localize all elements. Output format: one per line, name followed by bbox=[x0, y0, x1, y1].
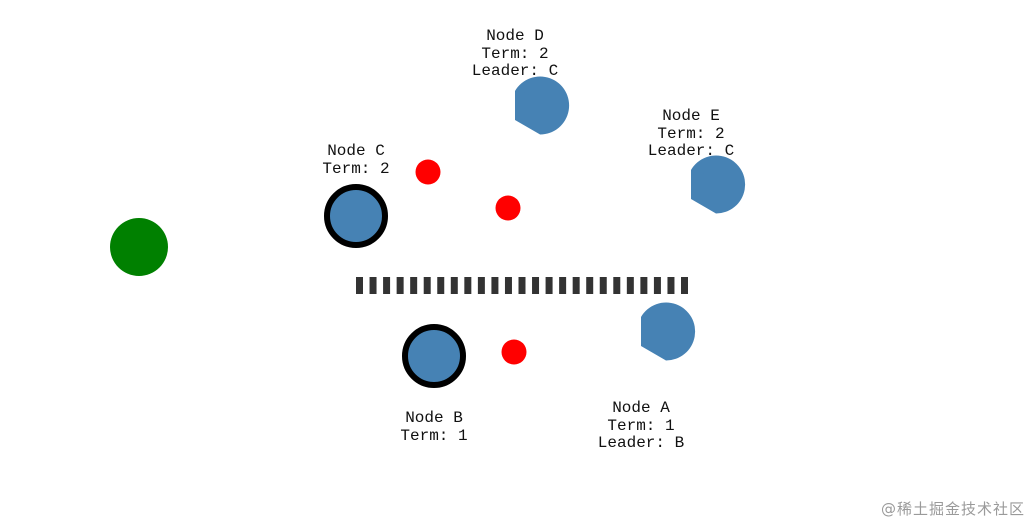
partition-segment bbox=[613, 277, 621, 294]
partition-segment bbox=[423, 277, 431, 294]
partition-segment bbox=[532, 277, 540, 294]
partition-segment bbox=[369, 277, 377, 294]
partition-segment bbox=[410, 277, 418, 294]
message-dot bbox=[501, 339, 527, 365]
node-a-leader: Leader: B bbox=[597, 434, 685, 452]
partition-segment bbox=[464, 277, 472, 294]
partition-segment bbox=[518, 277, 526, 294]
partition-segment bbox=[626, 277, 634, 294]
partition-segment bbox=[450, 277, 458, 294]
node-c-term: Term: 2 bbox=[322, 159, 390, 178]
message-dot bbox=[415, 159, 441, 185]
message-dot bbox=[495, 195, 521, 221]
node-a-name: Node A bbox=[612, 399, 670, 417]
node-b-circle bbox=[402, 324, 466, 388]
partition-segment bbox=[477, 277, 485, 294]
watermark: @稀土掘金技术社区 bbox=[880, 500, 1025, 518]
partition-segment bbox=[504, 277, 512, 294]
partition-segment bbox=[681, 277, 688, 294]
node-e-label: Node E Term: 2 Leader: C bbox=[611, 107, 771, 161]
node-a-label: Node A Term: 1 Leader: B bbox=[561, 399, 721, 453]
node-b-term: Term: 1 bbox=[400, 426, 468, 445]
partition-segment bbox=[491, 277, 499, 294]
node-b-label: Node B Term: 1 bbox=[354, 409, 514, 445]
node-c-name: Node C bbox=[327, 142, 385, 160]
partition-segment bbox=[383, 277, 391, 294]
partition-segment bbox=[586, 277, 594, 294]
partition-segment bbox=[545, 277, 553, 294]
partition-segment bbox=[640, 277, 648, 294]
network-partition bbox=[356, 277, 688, 294]
partition-segment bbox=[437, 277, 445, 294]
node-c-label: Node C Term: 2 bbox=[276, 142, 436, 178]
node-c-circle bbox=[324, 184, 388, 248]
partition-segment bbox=[572, 277, 580, 294]
node-e-term: Term: 2 bbox=[657, 124, 725, 143]
node-a-circle bbox=[641, 302, 696, 361]
partition-segment bbox=[356, 277, 363, 294]
node-e-name: Node E bbox=[662, 107, 720, 125]
node-e-circle bbox=[691, 155, 746, 214]
node-b-name: Node B bbox=[405, 409, 463, 427]
node-d-term: Term: 2 bbox=[481, 44, 549, 63]
partition-segment bbox=[559, 277, 567, 294]
node-d-name: Node D bbox=[486, 27, 544, 45]
partition-segment bbox=[653, 277, 661, 294]
node-a-term: Term: 1 bbox=[607, 416, 675, 435]
partition-segment bbox=[667, 277, 675, 294]
node-e-leader: Leader: C bbox=[647, 142, 735, 160]
node-d-leader: Leader: C bbox=[471, 62, 559, 80]
client-node bbox=[110, 218, 168, 276]
node-d-label: Node D Term: 2 Leader: C bbox=[435, 27, 595, 81]
node-e-timer-wedge bbox=[691, 170, 712, 199]
partition-segment bbox=[599, 277, 607, 294]
node-d-timer-wedge bbox=[515, 91, 544, 120]
partition-segment bbox=[396, 277, 404, 294]
node-a-timer-wedge bbox=[641, 317, 661, 346]
